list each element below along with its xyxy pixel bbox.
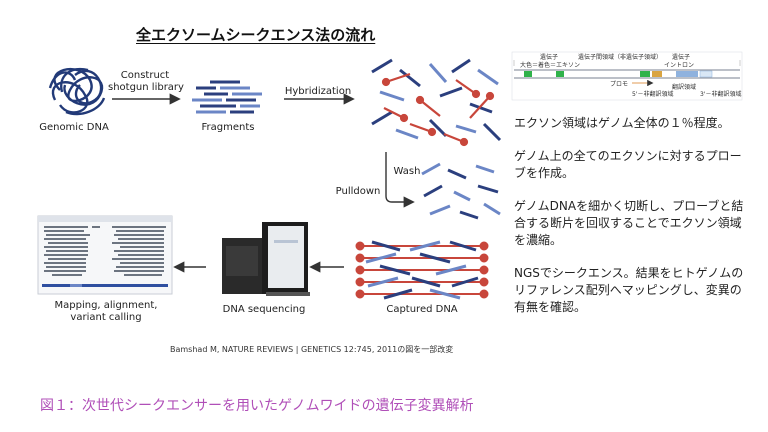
utr3-label: 3'－非翻訳領域: [700, 90, 741, 98]
intergenic-label: 遺伝子間領域（非遺伝子領域）: [578, 53, 662, 61]
gene-label-1: 遺伝子: [540, 53, 558, 61]
source-citation: Bamshad M, NATURE REVIEWS | GENETICS 12:…: [170, 345, 454, 354]
intron-label: イントロン: [664, 62, 694, 69]
note-4: NGSでシークエンス。結果をヒトゲノムのリファレンス配列へマッピングし、変異の有…: [514, 266, 744, 314]
fragments-icon: [192, 80, 262, 114]
genomic-dna-label: Genomic DNA: [39, 122, 109, 133]
genomic-dna-icon: [48, 67, 106, 116]
fragments-label: Fragments: [201, 122, 255, 133]
dna-sequencing-label: DNA sequencing: [222, 304, 306, 315]
coding-label: 翻訳領域: [672, 83, 696, 91]
exon-label: 大色＝着色＝エキソン: [520, 61, 580, 69]
mapping-label: Mapping, alignment,variant calling: [54, 300, 158, 323]
hybridization-icon: [371, 58, 502, 142]
note-2: ゲノム上の全てのエクソンに対するプローブを作成。: [514, 149, 742, 180]
promoter-label: プロモ: [610, 81, 628, 88]
probe-icons: [381, 72, 495, 147]
alignment-view-icon: [37, 215, 173, 295]
note-1: エクソン領域はゲノム全体の１％程度。: [514, 116, 730, 130]
hybridization-label: Hybridization: [284, 86, 352, 97]
wash-label: Wash: [393, 166, 421, 177]
gene-structure-diagram: 遺伝子 遺伝子間領域（非遺伝子領域） 遺伝子 大色＝着色＝エキソン イントロン …: [511, 51, 743, 101]
side-notes: エクソン領域はゲノム全体の１％程度。 ゲノム上の全てのエクソンに対するプローブを…: [514, 115, 746, 332]
page-title: 全エクソームシークエンス法の流れ: [136, 26, 376, 44]
gene-label-2: 遺伝子: [672, 53, 690, 61]
sequencer-icon: [222, 222, 310, 296]
washed-fragments-icon: [421, 162, 501, 220]
pulldown-label: Pulldown: [335, 186, 381, 197]
note-3: ゲノムDNAを細かく切断し、プローブと結合する断片を回収することでエクソン領域を…: [514, 199, 744, 247]
captured-dna-label: Captured DNA: [386, 304, 458, 315]
captured-dna-icon: [355, 240, 489, 300]
figure-caption: 図１：次世代シークエンサーを用いたゲノムワイドの遺伝子変異解析: [40, 398, 474, 414]
utr5-label: 5'－非翻訳領域: [632, 90, 673, 98]
